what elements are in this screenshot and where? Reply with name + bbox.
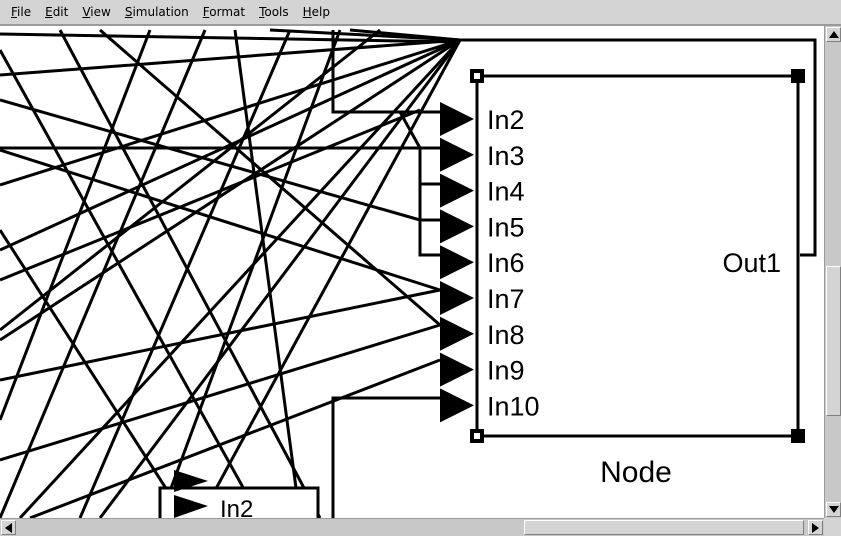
signal-line[interactable] <box>331 396 440 518</box>
partial-block-label: In2 <box>220 496 253 518</box>
signal-line[interactable] <box>29 358 441 518</box>
menu-help[interactable]: Help <box>302 5 331 19</box>
node-block-body <box>475 74 800 438</box>
input-port-label: In5 <box>487 212 525 242</box>
signal-line[interactable] <box>233 29 302 518</box>
arrow-right-icon <box>812 522 819 533</box>
signal-line[interactable] <box>0 49 262 518</box>
scrollbar-corner <box>824 518 841 536</box>
menu-format[interactable]: Format <box>202 5 246 19</box>
signal-line[interactable] <box>0 38 461 187</box>
signal-line[interactable] <box>58 29 322 518</box>
input-port-arrow-icon[interactable] <box>440 388 474 423</box>
input-port-arrow-icon[interactable] <box>440 245 474 280</box>
output-port-label: Out1 <box>722 248 781 278</box>
signal-line[interactable] <box>418 220 440 257</box>
menu-simulation[interactable]: Simulation <box>124 5 189 19</box>
menu-view[interactable]: View <box>82 5 111 19</box>
signal-line[interactable] <box>0 38 461 342</box>
horizontal-scrollbar[interactable] <box>0 518 824 536</box>
menu-edit[interactable]: Edit <box>45 5 69 19</box>
input-port-label: In4 <box>487 177 525 207</box>
input-port-label: In3 <box>487 141 525 171</box>
signal-line[interactable] <box>398 111 440 186</box>
input-port-arrow-icon[interactable] <box>440 209 474 244</box>
signal-line[interactable] <box>99 28 441 327</box>
signal-lines <box>0 28 817 518</box>
scroll-right-button[interactable] <box>808 520 823 535</box>
partial-block[interactable]: In2 <box>158 470 320 518</box>
signal-line[interactable] <box>418 184 440 222</box>
scroll-up-button[interactable] <box>826 27 841 42</box>
arrow-up-icon <box>828 31 839 38</box>
input-port-label: In9 <box>487 356 525 386</box>
input-port-label: In8 <box>487 320 525 350</box>
signal-line[interactable] <box>0 29 152 421</box>
input-port-arrow-icon[interactable] <box>440 102 474 136</box>
signal-line[interactable] <box>0 98 421 222</box>
input-port-label: In2 <box>487 105 525 135</box>
scroll-down-button[interactable] <box>826 502 841 517</box>
vertical-scrollbar[interactable] <box>824 26 841 518</box>
signal-line[interactable] <box>158 29 342 518</box>
signal-line[interactable] <box>78 29 292 518</box>
signal-line[interactable] <box>0 323 441 462</box>
menu-tools[interactable]: Tools <box>259 5 289 19</box>
signal-line[interactable] <box>0 148 441 292</box>
signal-line[interactable] <box>349 28 461 42</box>
input-port-label: In6 <box>487 248 525 278</box>
signal-line[interactable] <box>0 28 381 332</box>
input-port-label: In10 <box>487 391 540 421</box>
signal-line[interactable] <box>331 30 440 114</box>
signal-line[interactable] <box>0 38 461 252</box>
input-port-arrow-icon[interactable] <box>440 281 474 315</box>
scroll-left-button[interactable] <box>1 520 16 535</box>
input-port-arrow-icon[interactable] <box>440 137 474 172</box>
input-port-arrow-icon[interactable] <box>440 352 474 387</box>
output-feedback-line[interactable] <box>460 38 817 257</box>
input-port-label: In7 <box>487 284 525 314</box>
resize-handle[interactable] <box>791 69 805 83</box>
horizontal-scroll-thumb[interactable] <box>524 520 804 535</box>
arrow-down-icon <box>828 506 839 513</box>
arrow-left-icon <box>5 522 12 533</box>
menu-bar: File Edit View Simulation Format Tools H… <box>0 0 841 26</box>
signal-line[interactable] <box>18 38 462 518</box>
signal-line[interactable] <box>0 38 461 77</box>
input-port-arrow-icon[interactable] <box>440 316 474 351</box>
input-port-arrow-icon <box>174 470 208 492</box>
input-port-arrow-icon[interactable] <box>440 173 474 208</box>
signal-line[interactable] <box>198 39 462 518</box>
signal-line[interactable] <box>0 108 421 282</box>
resize-handle-inner <box>474 433 480 439</box>
input-port-arrow-icon <box>174 495 208 518</box>
resize-handle-inner <box>474 73 480 79</box>
signal-line[interactable] <box>0 288 441 382</box>
resize-handle[interactable] <box>791 429 805 443</box>
block-name-label[interactable]: Node <box>600 456 672 489</box>
signal-line[interactable] <box>0 29 207 518</box>
signal-line[interactable] <box>0 32 461 44</box>
menu-file[interactable]: File <box>11 5 32 19</box>
vertical-scroll-thumb[interactable] <box>826 266 841 416</box>
